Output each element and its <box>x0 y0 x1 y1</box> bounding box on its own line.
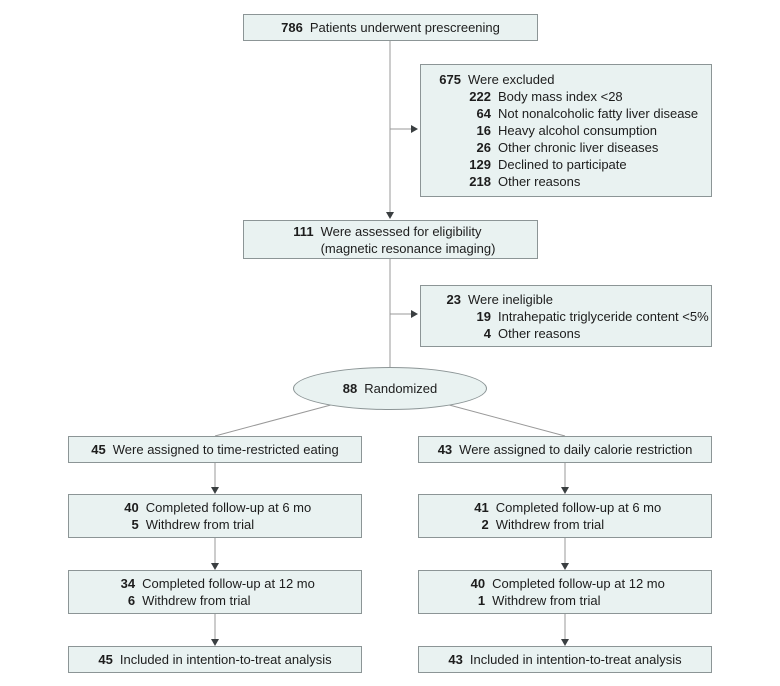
box-right-assigned: 43 Were assigned to daily calorie restri… <box>418 436 712 463</box>
label: Completed follow-up at 6 mo <box>145 500 312 515</box>
label: Withdrew from trial <box>492 593 601 608</box>
arrow-down-icon <box>211 639 219 646</box>
count: 111 <box>293 223 314 239</box>
box-right-followup-6mo: 41 Completed follow-up at 6 mo 2 Withdrew … <box>418 494 712 538</box>
count: 16 <box>476 123 491 138</box>
label: Other chronic liver diseases <box>498 140 659 155</box>
arrow-down-icon <box>561 639 569 646</box>
count: 675 <box>439 72 461 87</box>
box-right-itt: 43 Included in intention-to-treat analys… <box>418 646 712 673</box>
arrow-down-icon <box>561 487 569 494</box>
label: Completed follow-up at 12 mo <box>142 576 315 591</box>
box-prescreening: 786 Patients underwent prescreening <box>243 14 538 41</box>
count: 2 <box>481 517 489 532</box>
count: 19 <box>476 308 491 324</box>
connector-randomized-to-right <box>437 401 566 437</box>
count: 34 <box>120 576 136 591</box>
label: Other reasons <box>498 174 581 189</box>
count: 45 <box>91 442 106 457</box>
count: 26 <box>476 140 491 155</box>
ellipse-randomized: 88 Randomized <box>293 367 487 410</box>
label: Randomized <box>364 381 438 396</box>
label: Patients underwent prescreening <box>309 20 500 35</box>
label: Were assessed for eligibility <box>320 223 482 239</box>
box-ineligible: 23 Were ineligible 19 Intrahepatic triglyc… <box>420 285 712 347</box>
label: Were excluded <box>468 72 555 87</box>
arrow-down-icon <box>211 487 219 494</box>
label: Heavy alcohol consumption <box>498 123 657 138</box>
label: Intrahepatic triglyceride content <5% <box>498 308 709 324</box>
count: 40 <box>124 500 139 515</box>
count: 45 <box>98 652 113 667</box>
box-right-followup-12mo: 40 Completed follow-up at 12 mo 1 Withdrew… <box>418 570 712 614</box>
label: Included in intention-to-treat analysis <box>119 652 332 667</box>
box-left-followup-6mo: 40 Completed follow-up at 6 mo 5 Withdrew … <box>68 494 362 538</box>
label: Not nonalcoholic fatty liver disease <box>498 106 699 121</box>
arrow-right-icon <box>411 125 418 133</box>
label: Included in intention-to-treat analysis <box>469 652 682 667</box>
count: 5 <box>131 517 139 532</box>
box-left-followup-12mo: 34 Completed follow-up at 12 mo 6 Withdrew… <box>68 570 362 614</box>
count: 6 <box>127 593 136 608</box>
arrow-down-icon <box>211 563 219 570</box>
label: Were assigned to daily calorie restricti… <box>459 442 693 457</box>
count: 88 <box>342 381 358 396</box>
count: 218 <box>469 174 491 189</box>
count: 23 <box>446 291 461 307</box>
count: 129 <box>469 157 491 172</box>
label: Body mass index <28 <box>498 89 623 104</box>
connector-randomized-to-left <box>214 401 343 437</box>
label-secondary: (magnetic resonance imaging) <box>320 240 496 256</box>
count: 40 <box>470 576 486 591</box>
arrow-right-icon <box>411 310 418 318</box>
label: Completed follow-up at 6 mo <box>495 500 662 515</box>
label: Withdrew from trial <box>142 593 251 608</box>
arrow-down-icon <box>386 212 394 219</box>
count: 64 <box>476 106 491 121</box>
box-left-itt: 45 Included in intention-to-treat analys… <box>68 646 362 673</box>
count: 222 <box>469 89 491 104</box>
box-left-assigned: 45 Were assigned to time-restricted eati… <box>68 436 362 463</box>
count: 1 <box>477 593 486 608</box>
label: Were assigned to time-restricted eating <box>112 442 339 457</box>
box-assessed: 111 Were assessed for eligibility (magnet… <box>243 220 538 259</box>
label: Were ineligible <box>468 291 554 307</box>
count: 43 <box>437 442 453 457</box>
count: 41 <box>474 500 489 515</box>
label: Declined to participate <box>498 157 627 172</box>
count: 4 <box>483 325 491 341</box>
count: 43 <box>448 652 463 667</box>
arrow-down-icon <box>561 563 569 570</box>
count: 786 <box>281 20 303 35</box>
label: Withdrew from trial <box>495 517 605 532</box>
label: Withdrew from trial <box>145 517 255 532</box>
label: Completed follow-up at 12 mo <box>492 576 665 591</box>
label: Other reasons <box>498 325 581 341</box>
